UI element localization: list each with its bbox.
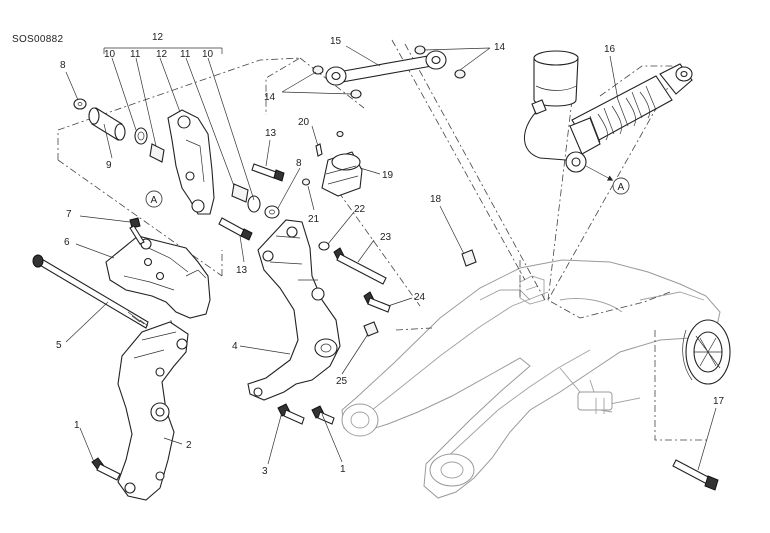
bolt-13-lower [218,217,253,241]
seal-right [247,195,261,213]
screw-7 [129,217,145,245]
grease-nipple [336,130,344,138]
callout-10-left: 10 [104,49,116,60]
callout-17: 17 [713,396,725,407]
bush-14-d [454,69,466,79]
callout-10-right: 10 [202,49,214,60]
swingarm [341,259,721,499]
reference-mark-right: A [618,182,625,193]
tie-rod [325,50,447,86]
bolt-17 [672,459,719,491]
shock-clevis [321,151,363,197]
rear-shock-absorber [524,50,693,181]
bolt-24 [363,291,391,313]
washer-left [73,98,87,110]
callout-23: 23 [380,232,392,243]
callout-7: 7 [66,209,72,220]
lower-plate [117,321,189,501]
sleeve [88,107,126,141]
rear-hub [682,319,731,385]
bolt-1-left [91,457,121,481]
washer-left-hole [77,102,83,106]
callout-20: 20 [298,117,310,128]
callouts: 12 8 10 11 12 11 10 9 13 13 8 15 14 14 1… [56,32,725,477]
reference-circle-left [145,190,163,208]
callout-9: 9 [106,160,112,171]
washer-22 [318,241,330,251]
bolt-3 [277,403,305,425]
washer-21 [301,178,311,186]
bearing-right [231,183,249,203]
bolt-23 [333,247,387,285]
callout-14-right: 14 [494,42,506,53]
callout-8-right: 8 [296,158,302,169]
callout-25: 25 [336,376,348,387]
callout-1-left: 1 [74,420,80,431]
washer-right-hole [269,209,275,215]
seal-left [134,127,148,145]
callout-5: 5 [56,340,62,351]
callout-22: 22 [354,204,366,215]
drawing-code: SOS00882 [12,34,63,45]
right-bracket [247,219,341,401]
callout-24: 24 [414,292,426,303]
upper-bracket [105,235,211,319]
callout-18: 18 [430,194,442,205]
callout-1-right: 1 [340,464,346,475]
washer-right [264,205,280,219]
callout-11-left: 11 [130,49,141,60]
callout-12-arm: 12 [156,49,168,60]
callout-13-lower: 13 [236,265,248,276]
seal-left-inner [137,131,145,141]
leader-lines [65,45,717,471]
callout-12: 12 [152,32,164,43]
callout-8-left: 8 [60,60,66,71]
nut-25 [363,321,379,337]
callout-6: 6 [64,237,70,248]
callout-14-left: 14 [264,92,276,103]
callout-3: 3 [262,466,268,477]
callout-19: 19 [382,170,394,181]
long-bolt [32,254,149,329]
bush-14-c [414,45,426,55]
callout-13-upper: 13 [265,128,277,139]
callout-21: 21 [308,214,320,225]
bush-14-b [350,89,362,99]
screw-20 [315,143,323,157]
reference-circle-right [612,177,630,195]
callout-16: 16 [604,44,616,55]
bearing-left [149,143,165,163]
rocker-link [167,109,215,215]
bush-18 [461,249,477,267]
callout-4: 4 [232,341,238,352]
callout-2: 2 [186,440,192,451]
callout-11-right: 11 [180,49,191,60]
bolt-1-right [311,405,335,425]
bolt-13-upper [251,163,285,182]
reference-mark-left: A [151,195,158,206]
callout-15: 15 [330,36,342,47]
